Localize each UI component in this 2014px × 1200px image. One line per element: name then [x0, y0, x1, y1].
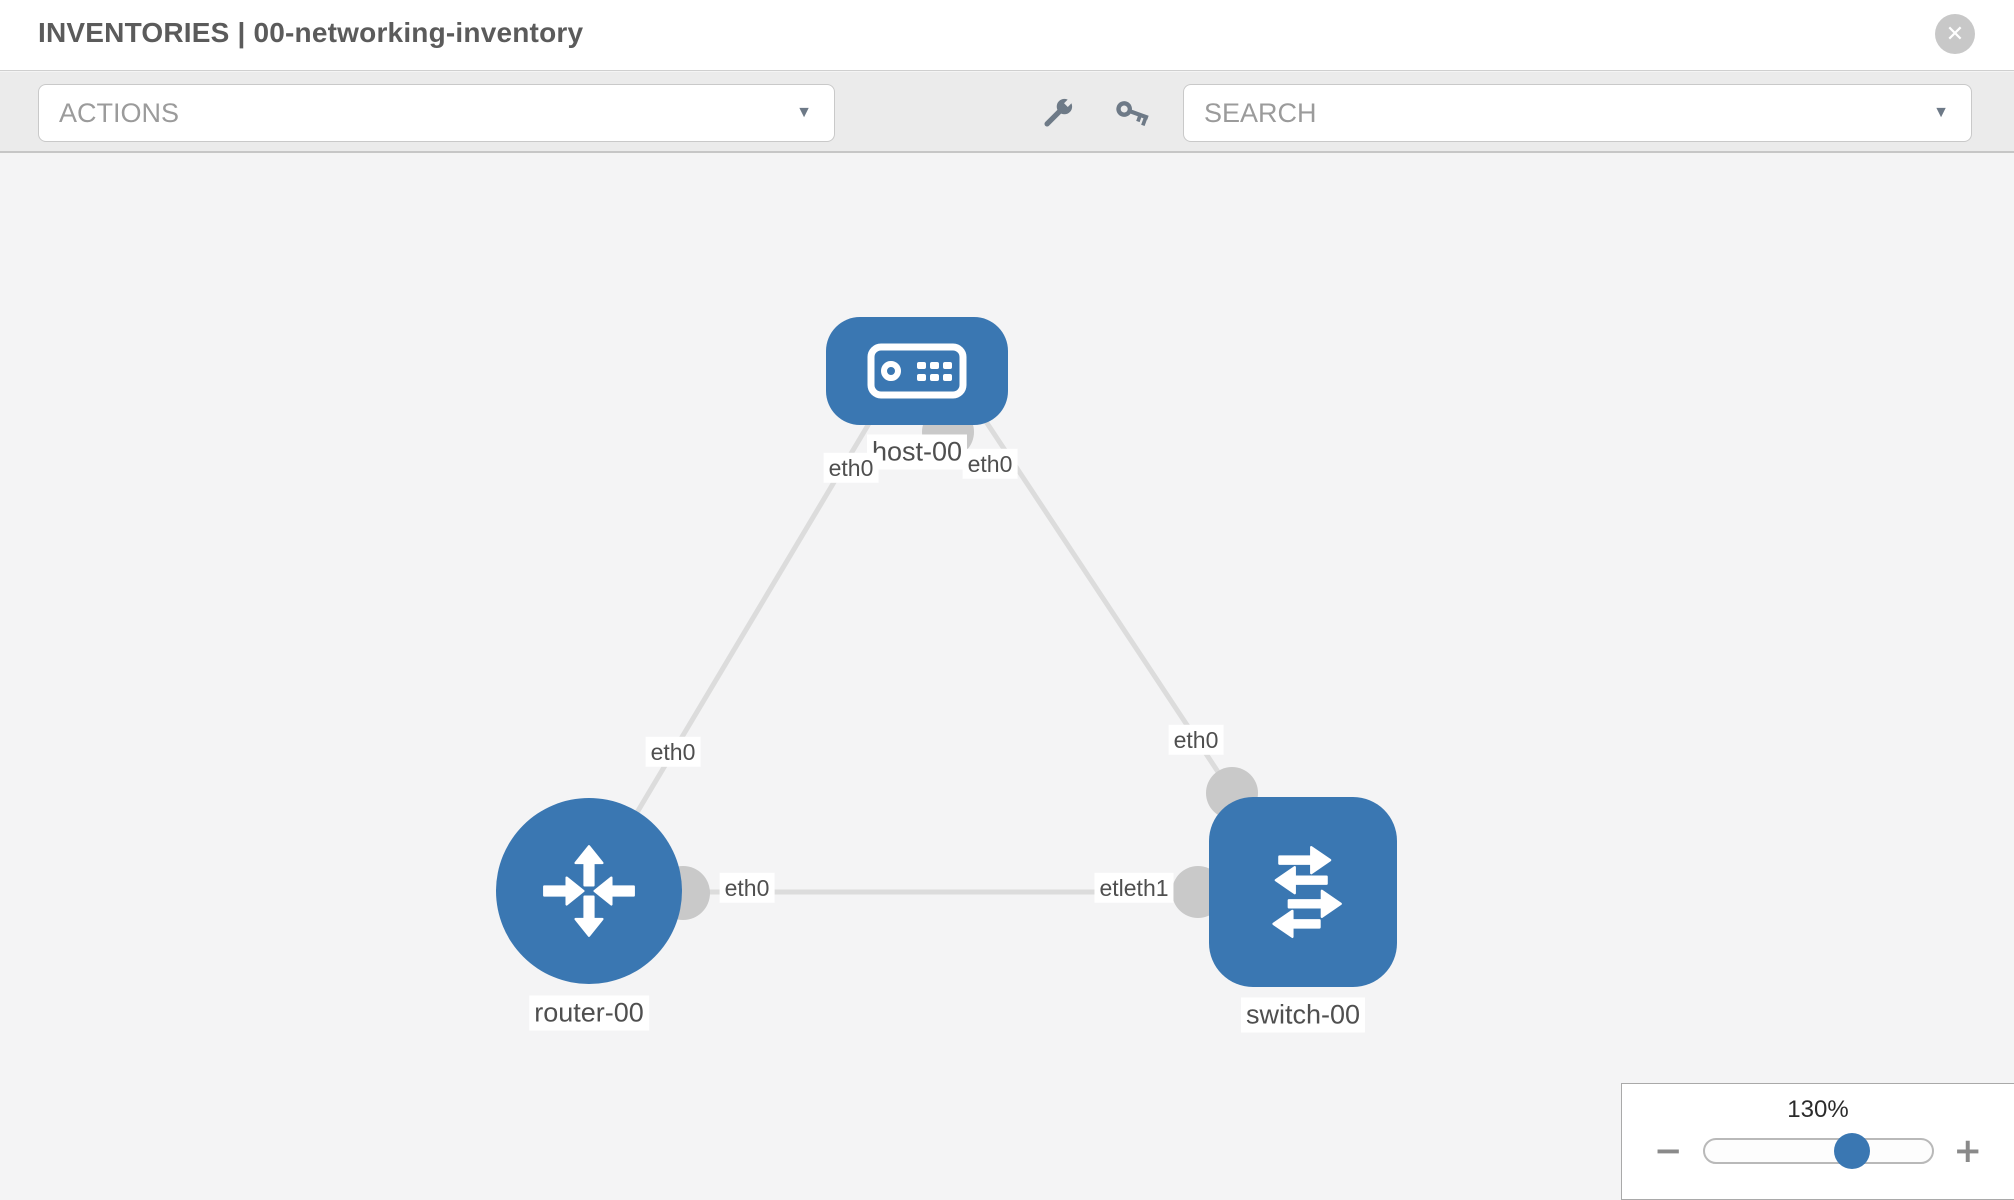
page-title: INVENTORIES | 00-networking-inventory: [38, 17, 584, 48]
close-button[interactable]: ✕: [1935, 14, 1975, 54]
interface-label: eth0: [719, 872, 775, 904]
zoom-slider-thumb[interactable]: [1834, 1133, 1871, 1169]
close-icon: ✕: [1945, 21, 1965, 46]
page-header: INVENTORIES | 00-networking-inventory ✕: [0, 0, 2014, 71]
toolbar: ACTIONS ▼ SEARCH ▼: [0, 72, 2014, 153]
plus-icon: +: [1953, 1131, 1983, 1171]
switch-icon: [1272, 845, 1342, 939]
node-host-00[interactable]: [826, 317, 1008, 425]
node-label-router: router-00: [529, 995, 649, 1031]
key-icon: [1116, 101, 1149, 127]
interface-label: eth0: [823, 452, 879, 484]
zoom-panel: 130% − +: [1621, 1083, 2014, 1200]
actions-dropdown[interactable]: ACTIONS ▼: [38, 84, 835, 142]
search-dropdown-label: SEARCH: [1204, 97, 1317, 128]
interface-label: etleth1: [1094, 872, 1174, 904]
zoom-level-label: 130%: [1787, 1096, 1849, 1123]
actions-dropdown-label: ACTIONS: [59, 97, 180, 128]
chevron-down-icon: ▼: [1933, 104, 1949, 121]
node-label-host: host-00: [866, 434, 968, 470]
wrench-icon: [1044, 97, 1074, 127]
topology-links-layer: [586, 403, 1258, 920]
topology-canvas[interactable]: host-00 router-00 switch-00 eth0 eth0 et…: [0, 155, 2014, 1200]
zoom-out-button[interactable]: −: [1648, 1134, 1689, 1168]
host-icon: [867, 343, 967, 399]
interface-label: eth0: [1168, 724, 1224, 756]
minus-icon: −: [1654, 1131, 1683, 1171]
zoom-in-button[interactable]: +: [1948, 1134, 1989, 1168]
node-router-00[interactable]: [496, 798, 682, 984]
zoom-slider-track[interactable]: [1702, 1133, 1934, 1169]
interface-label: eth0: [645, 736, 701, 768]
node-label-switch: switch-00: [1240, 997, 1366, 1033]
key-button[interactable]: [1107, 88, 1159, 140]
wrench-button[interactable]: [1031, 88, 1083, 140]
interface-label: eth0: [962, 448, 1018, 480]
node-switch-00[interactable]: [1209, 797, 1397, 987]
router-icon: [543, 845, 635, 937]
search-dropdown[interactable]: SEARCH ▼: [1183, 84, 1972, 142]
chevron-down-icon: ▼: [796, 104, 812, 121]
